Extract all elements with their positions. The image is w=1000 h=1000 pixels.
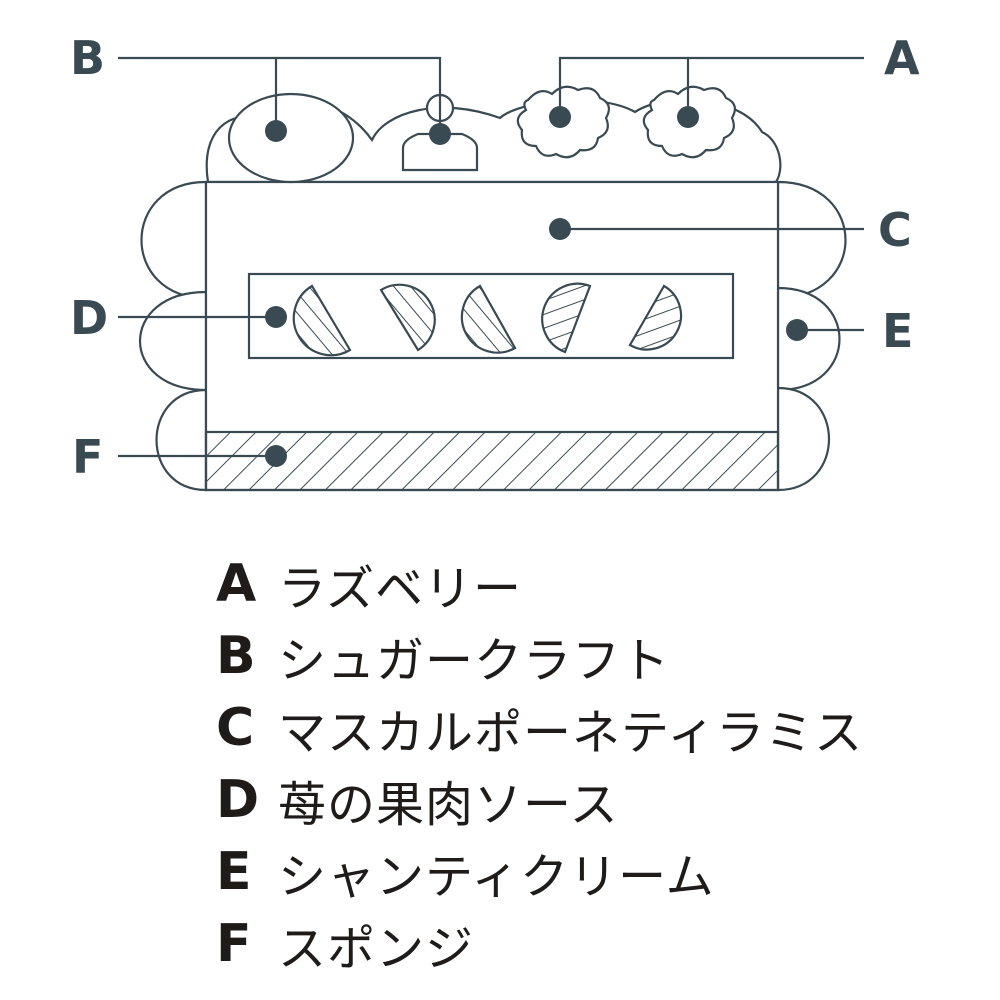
callout-dots <box>265 106 808 467</box>
strawberry-piece <box>628 284 683 351</box>
callout-c: C <box>878 203 912 257</box>
legend-key: A <box>216 554 257 614</box>
cake-cross-section-diagram: B A C D E F <box>70 31 920 492</box>
sponge-layer <box>204 430 780 492</box>
strawberry-piece <box>541 282 592 354</box>
legend-label: ラズベリー <box>278 561 523 617</box>
callout-a: A <box>884 31 920 85</box>
sugar-craft <box>227 92 479 184</box>
legend-item-f: F スポンジ <box>216 908 976 980</box>
leader-lines <box>118 56 864 458</box>
legend: A ラズベリー B シュガークラフト C マスカルポーネティラミス D 苺の果肉… <box>216 548 976 980</box>
legend-item-d: D 苺の果肉ソース <box>216 764 976 836</box>
legend-key: B <box>216 626 256 686</box>
strawberry-pieces <box>292 282 683 357</box>
shantilly-cream-lobes <box>776 180 847 492</box>
legend-label: マスカルポーネティラミス <box>278 705 864 761</box>
legend-label: シャンティクリーム <box>278 849 715 905</box>
callout-f: F <box>72 430 103 484</box>
legend-item-e: E シャンティクリーム <box>216 836 976 908</box>
callout-b: B <box>70 31 105 85</box>
legend-label: シュガークラフト <box>278 633 671 689</box>
legend-key: E <box>216 842 252 902</box>
legend-item-a: A ラズベリー <box>216 548 976 620</box>
legend-label: スポンジ <box>278 921 475 977</box>
strawberry-piece <box>292 284 352 357</box>
legend-key: D <box>216 770 260 830</box>
legend-item-b: B シュガークラフト <box>216 620 976 692</box>
strawberry-piece <box>460 284 517 354</box>
strawberry-piece <box>379 283 436 352</box>
left-cream-lobes <box>139 180 208 492</box>
callout-e: E <box>882 304 913 358</box>
legend-label: 苺の果肉ソース <box>278 777 619 833</box>
legend-item-c: C マスカルポーネティラミス <box>216 692 976 764</box>
callout-d: D <box>70 291 108 345</box>
legend-key: C <box>216 698 255 758</box>
legend-key: F <box>216 914 252 974</box>
